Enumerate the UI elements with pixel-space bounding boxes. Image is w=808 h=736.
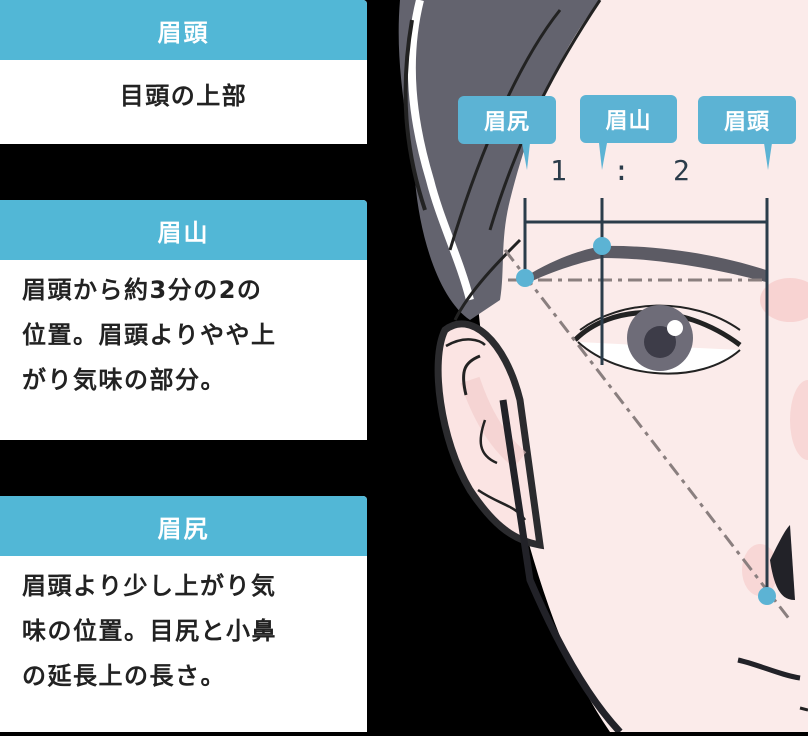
card-brow-head: 眉頭 目頭の上部 <box>0 0 367 144</box>
ratio-right: 2 <box>673 154 690 187</box>
tag-brow-tail: 眉尻 <box>458 96 556 144</box>
description-line: 眉頭より少し上がり気 <box>22 572 277 600</box>
description-line: 位置。眉頭よりやや上 <box>22 321 277 349</box>
tag-brow-head: 眉頭 <box>698 96 796 144</box>
description-line: の延長上の長さ。 <box>22 662 226 690</box>
description-line: がり気味の部分。 <box>22 366 226 394</box>
card-description: 目頭の上部 <box>0 60 367 119</box>
ratio-separator: : <box>613 154 630 187</box>
description-line: 味の位置。目尻と小鼻 <box>22 617 277 645</box>
face-illustration: 眉尻 眉山 眉頭 1 : 2 <box>370 0 808 735</box>
card-title: 眉尻 <box>0 496 367 556</box>
face-drawing <box>398 0 808 735</box>
card-title: 眉頭 <box>0 0 367 60</box>
card-description: 眉頭より少し上がり気 味の位置。目尻と小鼻 の延長上の長さ。 <box>0 556 367 699</box>
description-line: 眉頭から約3分の2の <box>22 276 263 304</box>
tag-brow-peak: 眉山 <box>580 95 677 143</box>
card-brow-peak: 眉山 眉頭から約3分の2の 位置。眉頭よりやや上 がり気味の部分。 <box>0 200 367 440</box>
card-description: 眉頭から約3分の2の 位置。眉頭よりやや上 がり気味の部分。 <box>0 260 367 403</box>
card-brow-tail: 眉尻 眉頭より少し上がり気 味の位置。目尻と小鼻 の延長上の長さ。 <box>0 496 367 732</box>
card-title: 眉山 <box>0 200 367 260</box>
ratio-left: 1 <box>550 154 567 187</box>
description-line: 目頭の上部 <box>119 82 248 110</box>
